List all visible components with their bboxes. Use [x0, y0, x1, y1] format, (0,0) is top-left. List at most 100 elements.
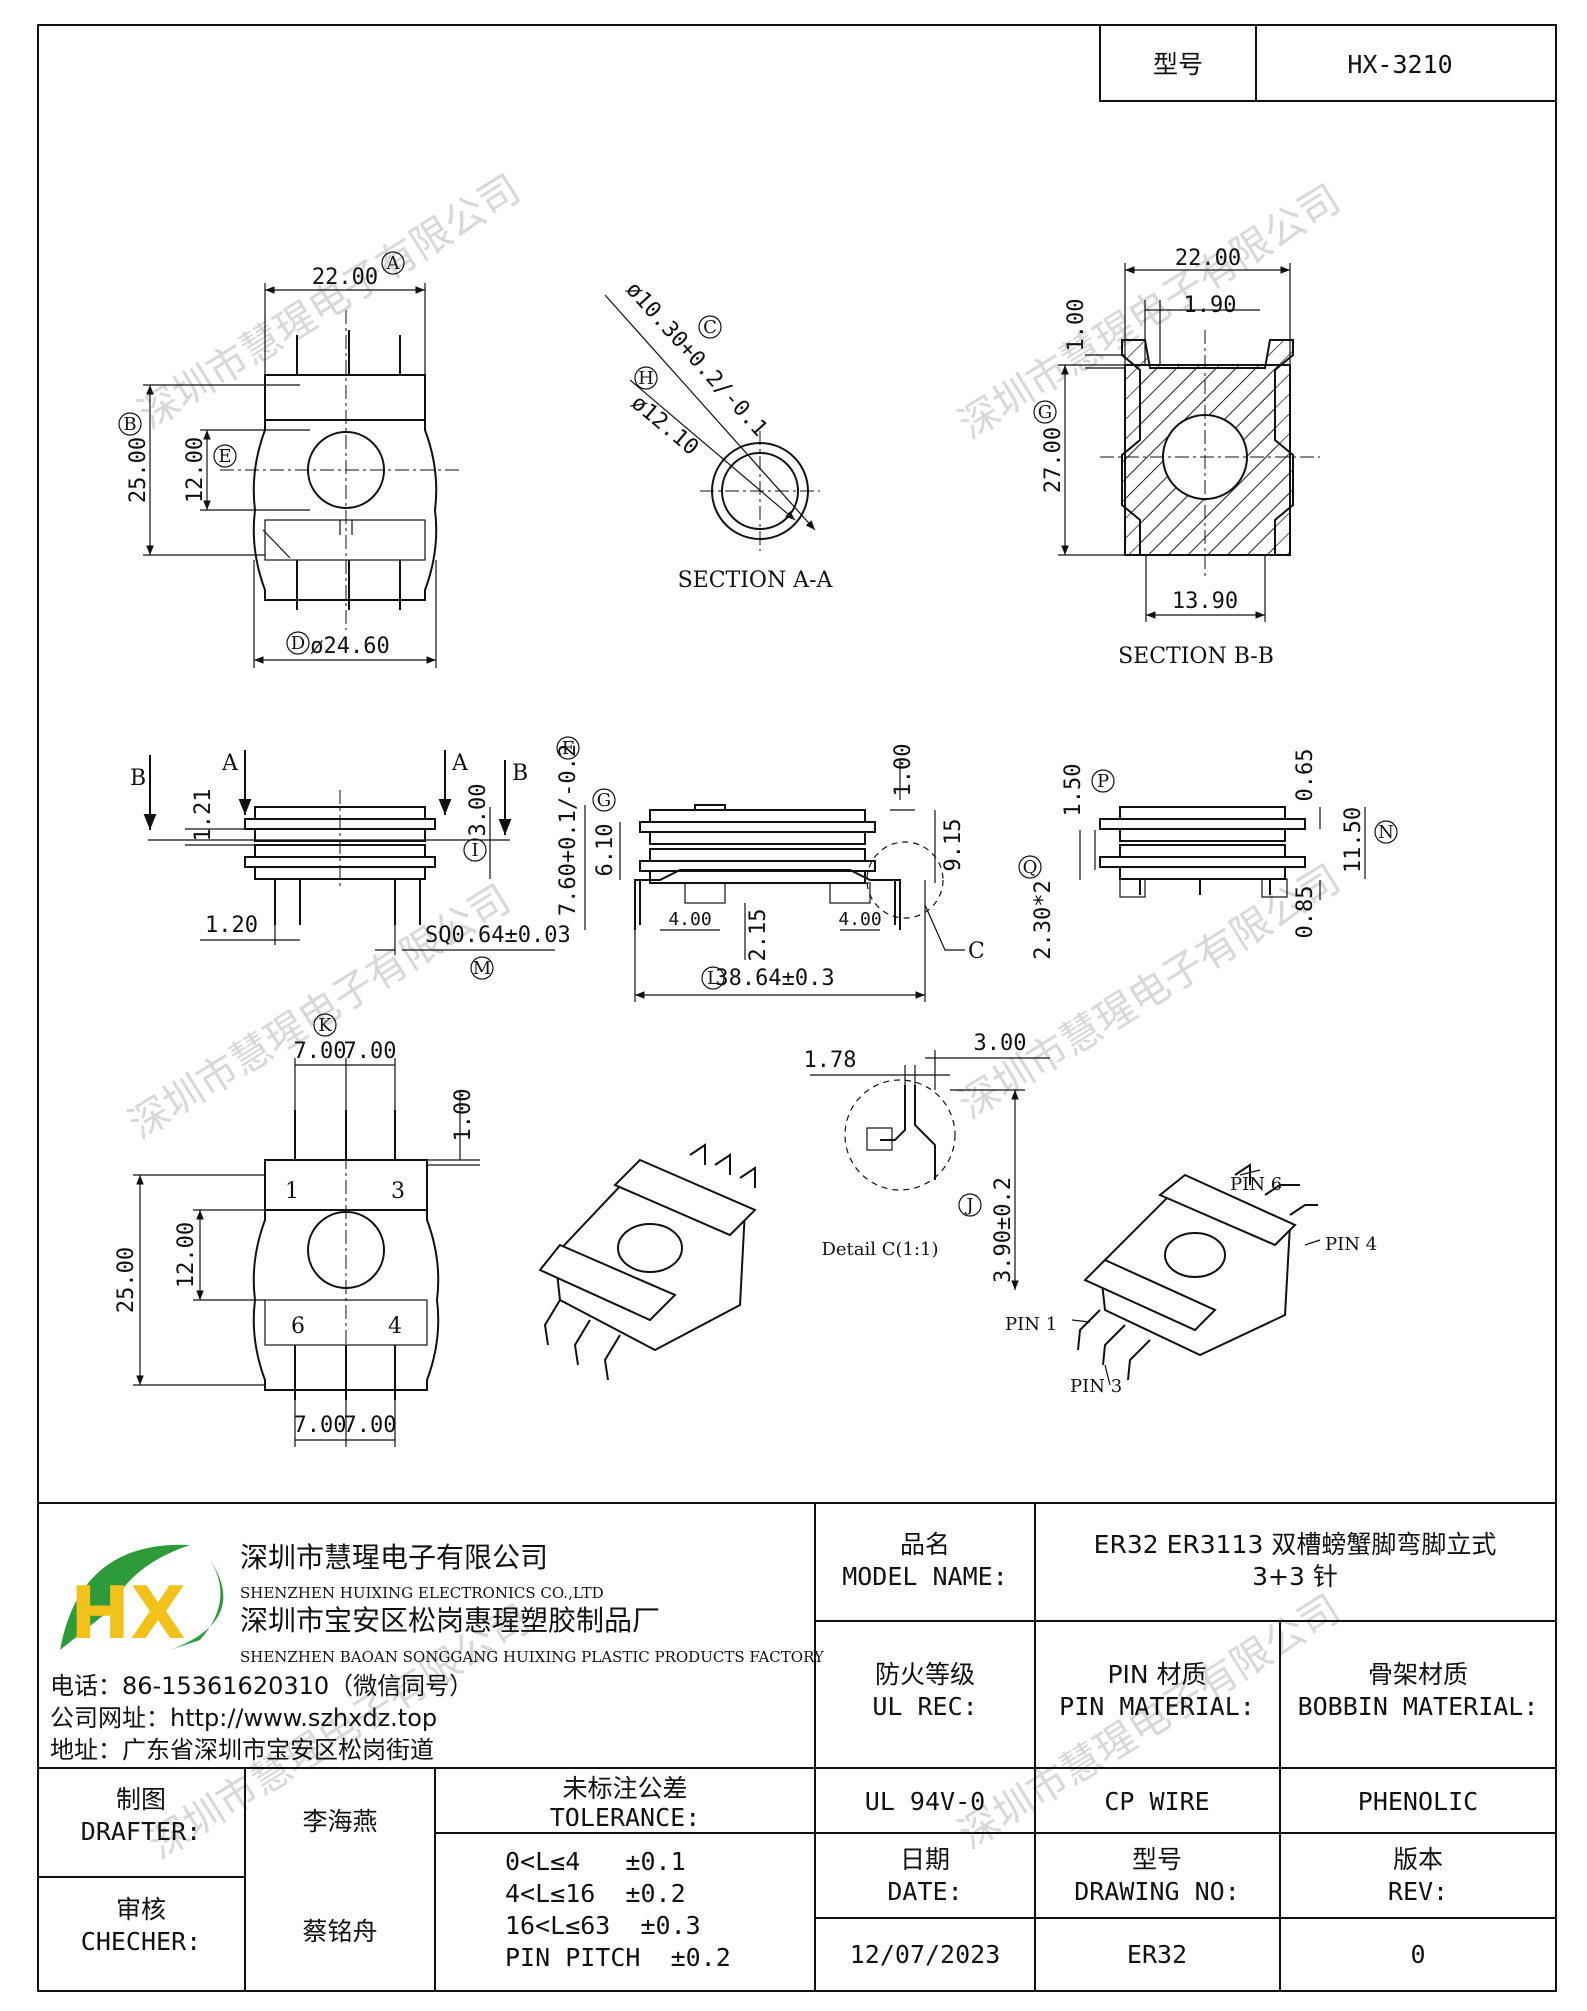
ul-value: UL 94V-0: [865, 1787, 985, 1816]
tag-i: I: [471, 840, 478, 861]
rev-value: 0: [1410, 1940, 1425, 1969]
model-name-en: MODEL NAME:: [842, 1562, 1008, 1591]
arrow-b-right: B: [512, 761, 528, 786]
bottom-view: 1 3 6 4 K 7.00 7.00 1.00 25.00 12.00 7.0…: [114, 1013, 480, 1447]
dim-outer-diameter: ø12.10: [626, 390, 703, 460]
dim-front-flange: 1.21: [191, 789, 216, 842]
header-model-label: 型号: [1153, 50, 1203, 79]
date-value: 12/07/2023: [850, 1940, 1001, 1969]
date-label-en: DATE:: [887, 1877, 962, 1906]
dim-bb-height: 27.00: [1041, 427, 1066, 493]
company-name-cn: 深圳市慧瑆电子有限公司: [240, 1541, 548, 1574]
dim-side-w400a: 4.00: [668, 909, 711, 930]
checker-name: 蔡铭舟: [302, 1917, 377, 1946]
iso-pin6-label: PIN 6: [1230, 1174, 1282, 1195]
arrow-b-left: B: [130, 766, 146, 791]
end-view: 1.50 P 0.65 11.50 N 0.85 2.30*2 Q: [1018, 749, 1398, 960]
company-name-en: SHENZHEN HUIXING ELECTRONICS CO.,LTD: [240, 1584, 604, 1602]
iso-pin4-label: PIN 4: [1325, 1234, 1377, 1255]
dim-side-length: 38.64±0.3: [715, 966, 834, 991]
dim-front-pin-offset: 1.20: [205, 913, 258, 938]
company-address: 地址：广东省深圳市宝安区松岗街道: [50, 1736, 434, 1764]
dim-end-065: 0.65: [1293, 749, 1318, 802]
header-model-box: 型号 HX-3210: [1099, 24, 1557, 102]
tolerance-label-cn: 未标注公差: [562, 1774, 687, 1803]
logo-letters: HX: [70, 1571, 186, 1655]
dim-width-22: 22.00: [312, 265, 378, 290]
top-view: 22.00 A 25.00 B 12.00 E D ø24.60: [118, 251, 460, 668]
drafter-name: 李海燕: [302, 1807, 377, 1836]
watermark-text: 深圳市慧瑆电子有限公司: [951, 1586, 1349, 1858]
detail-c-title: Detail C(1:1): [821, 1239, 938, 1260]
pin-number-3: 3: [391, 1179, 405, 1204]
header-model-value: HX-3210: [1347, 50, 1452, 79]
pin-material-en: PIN MATERIAL:: [1059, 1692, 1255, 1721]
detail-ref-c: C: [968, 939, 985, 964]
iso-view-right: PIN 6 PIN 4 PIN 1 PIN 3: [1005, 1163, 1377, 1397]
pin-number-1: 1: [285, 1179, 299, 1204]
section-aa: ø10.30+0.2/-0.1 ø12.10 C H SECTION A-A: [604, 277, 834, 593]
dim-detail-300: 3.00: [974, 1031, 1027, 1056]
arrow-a-right: A: [451, 751, 469, 776]
drawing-no-label-en: DRAWING NO:: [1074, 1877, 1240, 1906]
drawing-no-value: ER32: [1127, 1940, 1187, 1969]
rev-label-cn: 版本: [1393, 1845, 1443, 1874]
company-phone: 电话：86-15361620310（微信同号）: [50, 1672, 473, 1700]
tag-g: G: [1038, 402, 1052, 423]
dim-end-230: 2.30*2: [1031, 880, 1056, 959]
iso-view-left: [538, 1143, 757, 1381]
dim-end-1150: 11.50: [1341, 807, 1366, 873]
dim-bottom-p4: 7.00: [344, 1413, 397, 1438]
tag-f: F: [562, 738, 575, 759]
dim-front-gap: 3.00: [466, 784, 491, 837]
dim-diameter-2460: ø24.60: [310, 634, 389, 659]
dim-height-25: 25.00: [126, 437, 151, 503]
factory-name-en: SHENZHEN BAOAN SONGGANG HUIXING PLASTIC …: [240, 1648, 825, 1666]
dim-bb-wall: 1.90: [1184, 293, 1237, 318]
side-view: 1.00 9.15 6.10 G 7.60+0.1/-0.2 F 4.00 4.…: [556, 736, 985, 1002]
drafter-label-cn: 制图: [116, 1785, 166, 1814]
date-label-cn: 日期: [900, 1845, 950, 1874]
bobbin-material-cn: 骨架材质: [1368, 1660, 1468, 1689]
dim-detail-390: 3.90±0.2: [991, 1177, 1016, 1283]
detail-c: 1.78 3.00 3.90±0.2 J Detail C(1:1): [804, 1031, 1050, 1290]
dim-front-pin-sq: SQ0.64±0.03: [425, 923, 571, 948]
tolerance-label-en: TOLERANCE:: [550, 1803, 701, 1832]
section-bb: 22.00 1.90 1.00 27.00 G 13.90 SECTION B-…: [1033, 246, 1320, 669]
tag-m: M: [473, 958, 491, 979]
tag-q: Q: [1023, 857, 1038, 878]
dim-bottom-p2: 7.00: [344, 1039, 397, 1064]
dim-bottom-p1: 7.00: [294, 1039, 347, 1064]
pin-material-cn: PIN 材质: [1107, 1660, 1206, 1689]
tag-j: J: [964, 1195, 973, 1216]
drawing-no-label-cn: 型号: [1132, 1845, 1182, 1874]
dim-side-w400b: 4.00: [838, 909, 881, 930]
watermark-text: 深圳市慧瑆电子有限公司: [951, 856, 1349, 1128]
tag-h: H: [638, 368, 654, 389]
ul-label-en: UL REC:: [872, 1692, 977, 1721]
company-logo: HX: [60, 1544, 224, 1655]
checker-label-en: CHECHER:: [81, 1927, 201, 1956]
tag-d: D: [291, 633, 305, 654]
tag-n: N: [1378, 822, 1394, 843]
title-block: HX 深圳市慧瑆电子有限公司 SHENZHEN HUIXING ELECTRON…: [38, 1502, 1556, 1991]
tag-b: B: [123, 414, 136, 435]
tag-k: K: [318, 1015, 332, 1036]
front-view: B A A B 1.21 3.00 I 1.20 SQ0.64±0.03 M: [130, 750, 571, 980]
rev-label-en: REV:: [1388, 1877, 1448, 1906]
tolerance-line-4: PIN PITCH ±0.2: [505, 1943, 731, 1972]
section-bb-title: SECTION B-B: [1118, 644, 1274, 669]
factory-name-cn: 深圳市宝安区松岗惠瑆塑胶制品厂: [240, 1604, 660, 1637]
dim-end-150: 1.50: [1061, 764, 1086, 817]
dim-side-100: 1.00: [891, 744, 916, 797]
iso-pin1-label: PIN 1: [1005, 1314, 1057, 1335]
model-name-value-1: ER32 ER3113 双槽螃蟹脚弯脚立式: [1094, 1530, 1497, 1559]
section-aa-title: SECTION A-A: [678, 568, 834, 593]
dim-bottom-p3: 7.00: [294, 1413, 347, 1438]
dim-bb-width: 22.00: [1175, 246, 1241, 271]
model-name-value-2: 3+3 针: [1252, 1562, 1338, 1591]
dim-bb-slot: 13.90: [1172, 589, 1238, 614]
model-name-cn: 品名: [900, 1530, 950, 1559]
arrow-a-left: A: [221, 751, 239, 776]
